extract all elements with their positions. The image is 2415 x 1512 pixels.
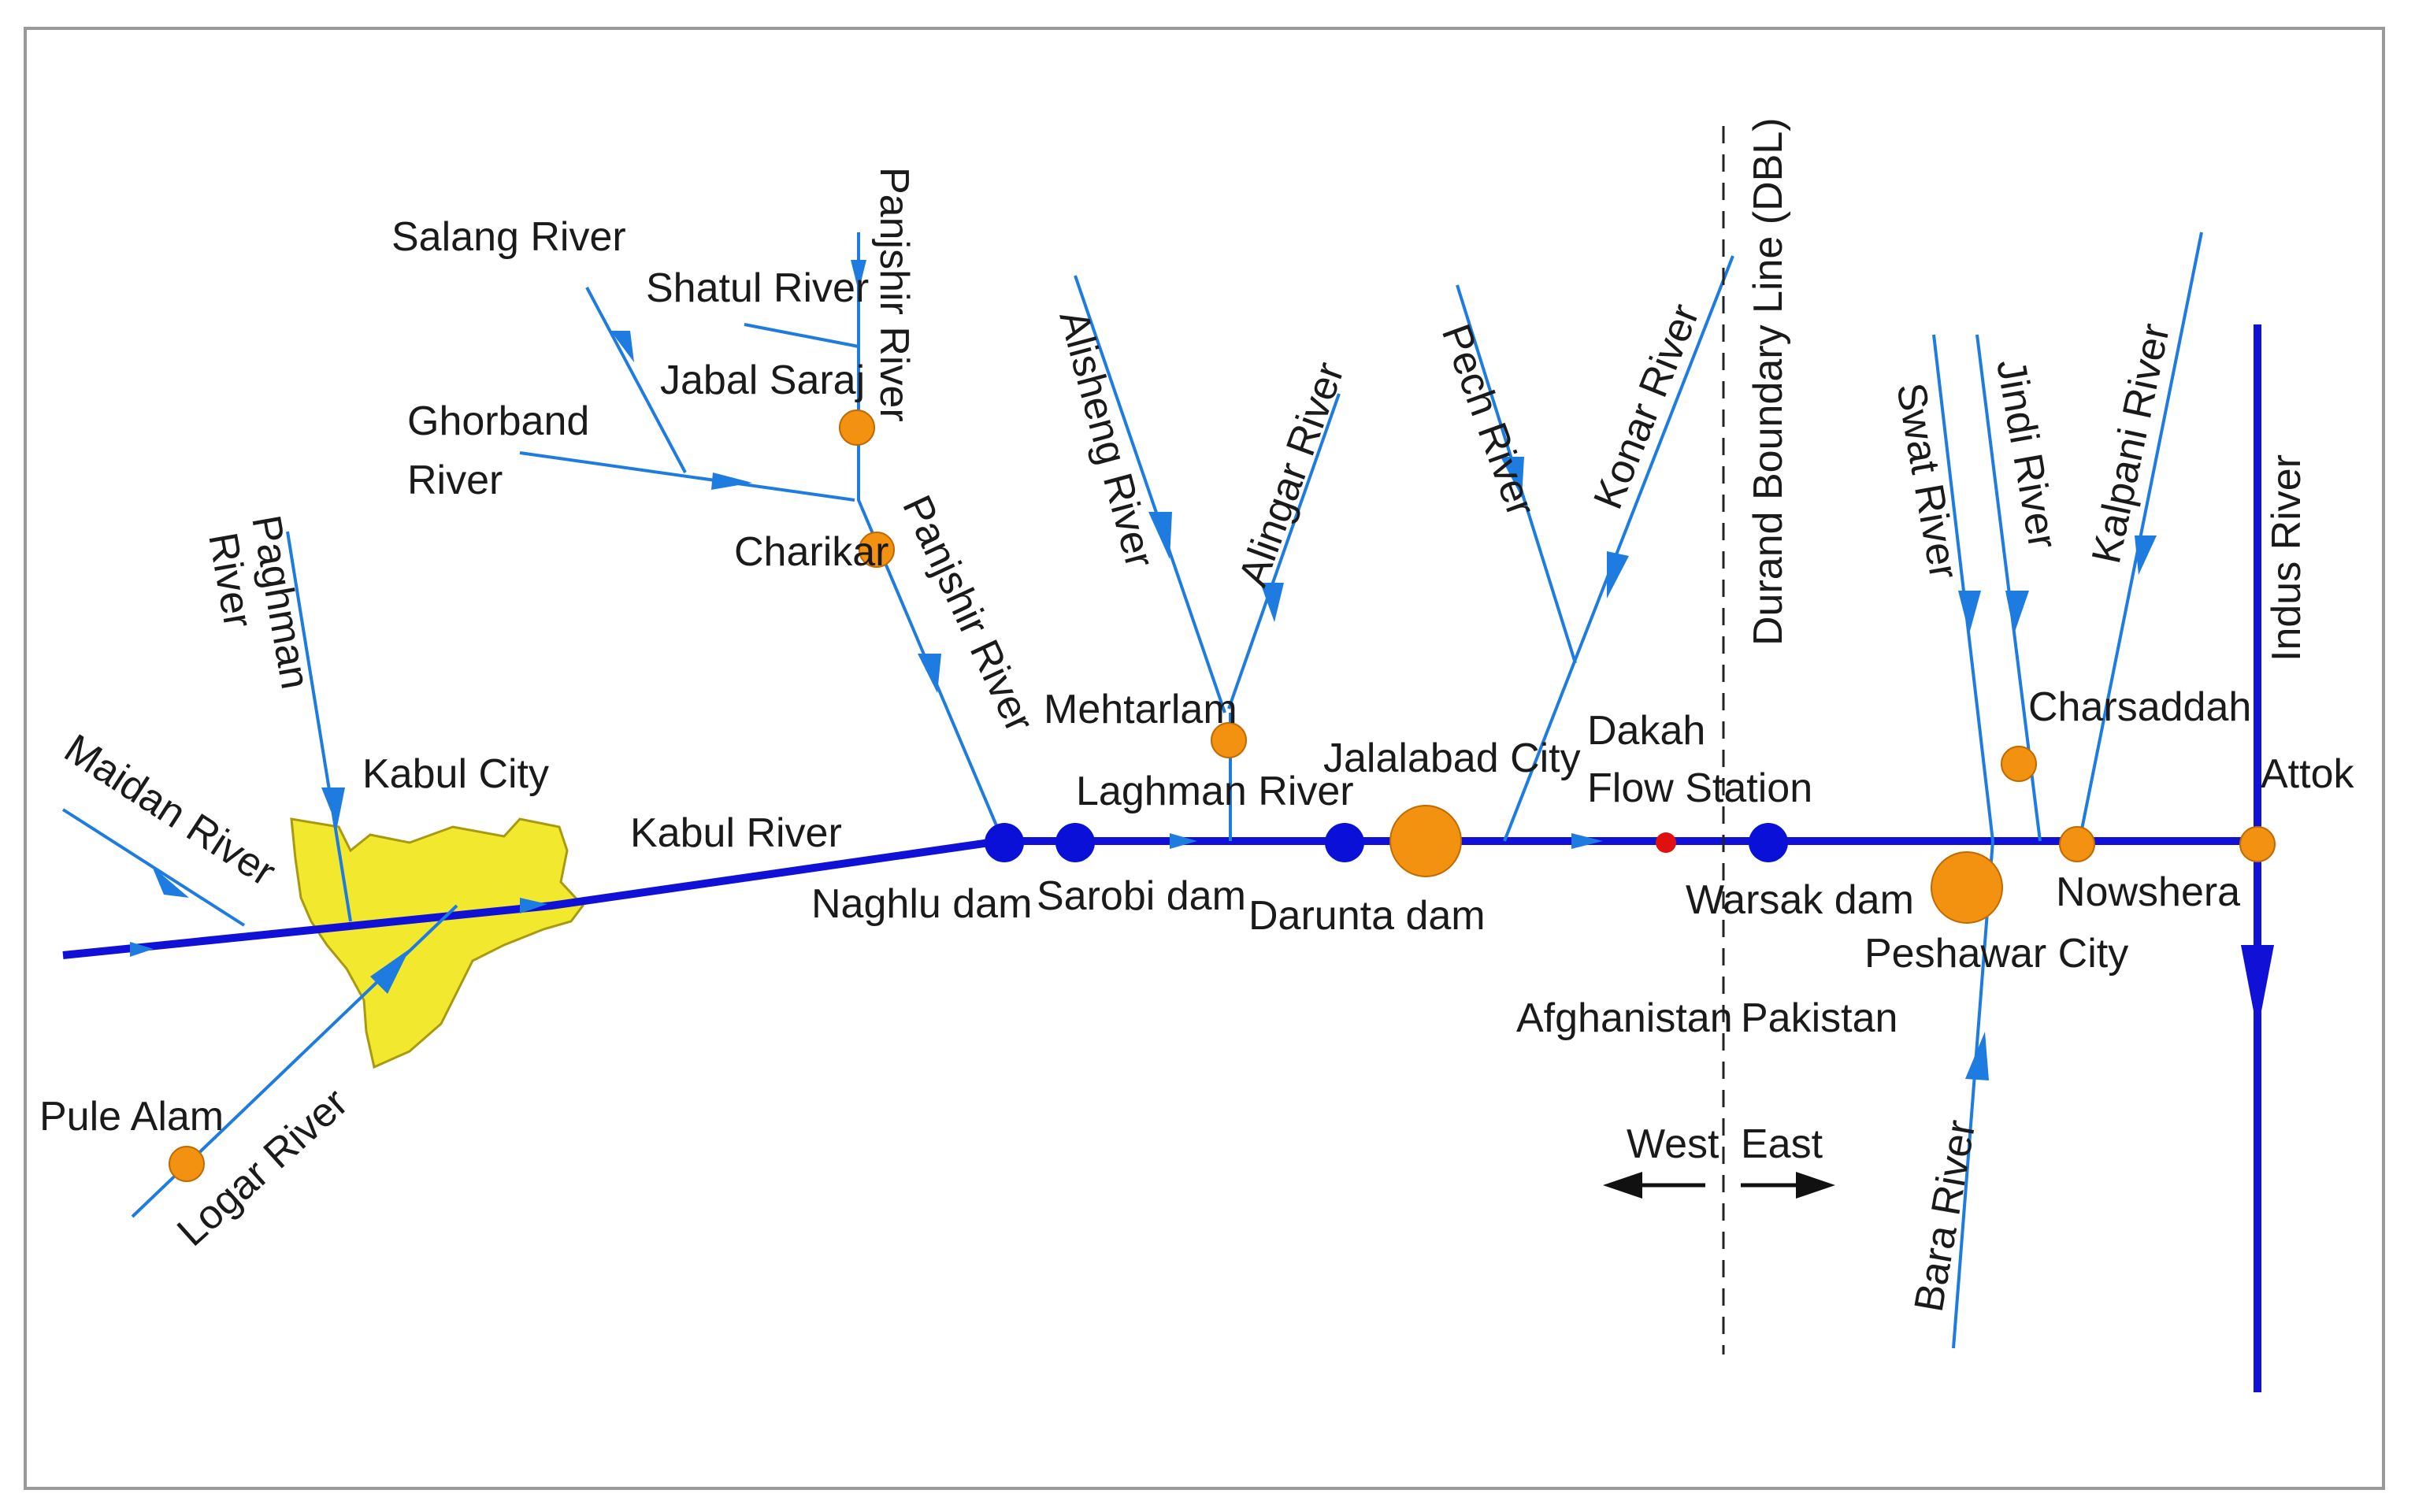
kabul-city-label: Kabul City	[362, 751, 549, 797]
darunta-dam-marker	[1325, 823, 1364, 862]
sarobi-dam-marker	[1055, 823, 1095, 862]
alingar-river-label: Alingar River	[1230, 357, 1353, 593]
mehtarlam-marker	[1211, 722, 1247, 758]
naghlu-dam-marker	[985, 823, 1024, 862]
afghanistan-label: Afghanistan	[1516, 995, 1733, 1041]
warsak-dam-marker	[1749, 823, 1788, 862]
paghman-river-line	[286, 531, 352, 922]
bara-river-flow-arrow	[1965, 1032, 1989, 1080]
panjshir-upper-flow-arrow	[851, 260, 866, 291]
konar-river-line	[1503, 255, 1734, 842]
nowshera-label: Nowshera	[2056, 869, 2240, 915]
konar-river-flow-arrow	[1607, 551, 1629, 598]
flow-station-label: Flow Station	[1587, 765, 1812, 811]
kabul-river-line	[62, 837, 2253, 959]
alisheng-river-flow-arrow	[1148, 512, 1172, 559]
jindi-river-flow-arrow	[2005, 591, 2029, 634]
alingar-river-flow-arrow	[1260, 583, 1284, 622]
east-arrowhead	[1796, 1172, 1835, 1199]
charsaddah-marker	[2001, 746, 2037, 782]
nowshera-marker	[2059, 826, 2095, 862]
peshawar-label: Peshawar City	[1864, 931, 2128, 976]
ghorband-river-label-2: River	[407, 458, 503, 503]
shatul-river-label: Shatul River	[646, 265, 869, 311]
alisheng-river-label: Alisheng River	[1050, 306, 1163, 573]
swat-river-label: Swat River	[1887, 380, 1967, 583]
salang-river-label: Salang River	[391, 214, 626, 260]
shatul-river-line	[744, 323, 859, 348]
salang-river-flow-arrow	[610, 331, 634, 362]
dakah-label: Dakah	[1587, 708, 1705, 754]
salang-river-line	[585, 287, 687, 473]
maidan-river-label: Maidan River	[56, 725, 284, 895]
attok-label: Attok	[2261, 751, 2354, 797]
swat-river-flow-arrow	[1958, 591, 1981, 634]
ghorband-river-line	[519, 451, 855, 502]
paghman-river-flow-arrow	[321, 788, 345, 827]
warsak-dam-label: Warsak dam	[1686, 877, 1914, 923]
east-label: East	[1741, 1121, 1823, 1167]
west-arrowhead	[1603, 1172, 1642, 1199]
kabul-river-flow-arrow	[1170, 833, 1197, 849]
bara-river-line	[1952, 840, 1994, 1349]
map-frame	[24, 27, 2385, 1490]
maidan-river-line	[61, 808, 246, 927]
maidan-river-flow-arrow	[152, 866, 189, 898]
charikar-label: Charikar	[734, 529, 889, 575]
jabal-saraj-marker	[839, 410, 875, 446]
panjshir-river-lower-label: Panjshir River	[893, 489, 1042, 739]
dakah-flow-station-marker	[1656, 832, 1676, 853]
kabul-river-label: Kabul River	[630, 810, 842, 856]
pule-alam-label: Pule Alam	[39, 1094, 224, 1140]
jalalabad-marker	[1389, 805, 1462, 877]
panjshir-lower-flow-arrow	[918, 654, 941, 693]
indus-river-flow-arrow	[2241, 945, 2274, 1032]
west-label: West	[1627, 1121, 1719, 1167]
attok-marker	[2239, 826, 2276, 862]
ghorband-river-label-1: Ghorband	[407, 398, 589, 444]
alisheng-river-line	[1074, 275, 1226, 713]
kabul-river-flow-arrow	[1571, 833, 1603, 849]
mehtarlam-label: Mehtarlam	[1044, 687, 1237, 732]
konar-river-label: Konar River	[1585, 298, 1708, 515]
pakistan-label: Pakistan	[1741, 995, 1898, 1041]
logar-river-flow-arrow	[370, 949, 410, 994]
durand-line-label: Durand Boundary Line (DBL)	[1745, 117, 1791, 646]
bara-river-label: Bara River	[1906, 1117, 1985, 1315]
ghorband-river-flow-arrow	[711, 472, 752, 490]
pech-river-flow-arrow	[1501, 457, 1524, 498]
peshawar-marker	[1931, 851, 2003, 924]
pech-river-label: Pech River	[1433, 318, 1544, 522]
kalpani-river-label: Kalpani River	[2083, 320, 2179, 568]
swat-river-line	[1932, 334, 1994, 842]
panjshir-river-upper-label: Panjshir River	[871, 167, 917, 422]
charsaddah-label: Charsaddah	[2028, 684, 2251, 730]
kabul-river-flow-arrow	[520, 898, 547, 914]
naghlu-dam-label: Naghlu dam	[811, 881, 1032, 927]
kalpani-river-flow-arrow	[2135, 536, 2157, 575]
laghman-river-label: Laghman River	[1076, 769, 1354, 814]
charikar-marker	[859, 532, 895, 568]
jalalabad-label: Jalalabad City	[1323, 736, 1581, 781]
kabul-river-flow-arrow	[130, 942, 154, 957]
pule-alam-marker	[169, 1146, 205, 1182]
jabal-saraj-label: Jabal Saraj	[660, 358, 865, 403]
panjshir-river-line	[857, 232, 1002, 836]
kabul-city-area	[290, 817, 584, 1069]
alingar-river-line	[1227, 393, 1341, 710]
sarobi-dam-label: Sarobi dam	[1037, 873, 1246, 919]
indus-river-label: Indus River	[2264, 454, 2309, 662]
darunta-dam-label: Darunta dam	[1248, 893, 1486, 939]
